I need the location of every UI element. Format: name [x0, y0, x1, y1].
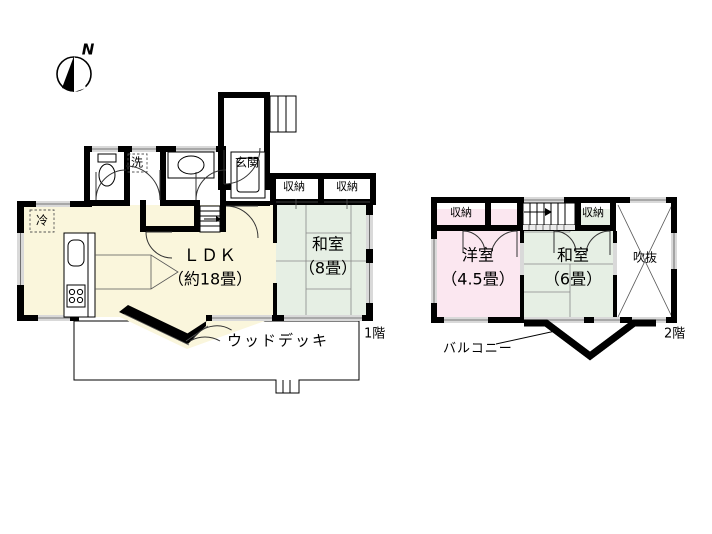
washitsu-label: 和室: [312, 235, 344, 254]
closet-label-2: 収納: [336, 180, 358, 193]
open-to-below-cross: [617, 204, 673, 318]
floor2-windows: [431, 197, 677, 323]
toilet-fixture: [97, 153, 117, 187]
refrigerator-marker: 冷: [36, 214, 48, 228]
washbasin-fixture: [167, 151, 215, 179]
staircase-down: [522, 202, 576, 230]
washitsu-area-label: （8畳）: [299, 259, 357, 278]
floor1-door-swings: [95, 147, 261, 342]
floor2-plan: バルコニー 収納 収納 洋室 （4.5畳） 和室 （6畳） 吹抜 2階: [431, 197, 685, 361]
north-arrow: N: [56, 41, 95, 92]
genkan-label: 玄関: [235, 155, 259, 170]
washitsu2-area-label: （6畳）: [544, 270, 602, 289]
floor1-windows: [17, 146, 373, 346]
ldk-label: ＬＤＫ: [183, 246, 237, 266]
wood-deck-label: ウッドデッキ: [227, 332, 329, 350]
washing-machine-marker: 洗: [131, 156, 143, 170]
washing-machine-box: [127, 153, 148, 173]
refrigerator-box: [29, 209, 55, 233]
ldk-area-label: （約18畳）: [168, 270, 252, 289]
wood-deck-area: ウッドデッキ: [73, 320, 360, 394]
yoshitsu-label: 洋室: [462, 246, 494, 265]
closet2f-label-2: 収納: [582, 206, 604, 219]
balcony: バルコニー: [443, 319, 656, 361]
kitchen-counter: [63, 232, 96, 318]
washitsu2-label: 和室: [557, 246, 589, 265]
balcony-label: バルコニー: [443, 342, 513, 357]
fukinuke-label: 吹抜: [633, 251, 657, 265]
floor1-plan: ウッドデッキ: [17, 92, 385, 394]
entry-steps: [269, 95, 297, 133]
floor1-label: 1階: [364, 327, 385, 342]
yoshitsu-area-label: （4.5畳）: [441, 270, 514, 289]
floor2-label: 2階: [664, 327, 685, 342]
floor2-door-swings: [462, 230, 611, 258]
north-label: N: [82, 41, 95, 59]
closet-label-1: 収納: [283, 180, 305, 193]
closet2f-label-1: 収納: [450, 206, 472, 219]
floor1-closet-doors: [276, 199, 370, 209]
staircase-up: [199, 205, 221, 233]
ldk-interior-lines: [95, 254, 179, 290]
tatami-grid-8jo: [276, 205, 366, 317]
